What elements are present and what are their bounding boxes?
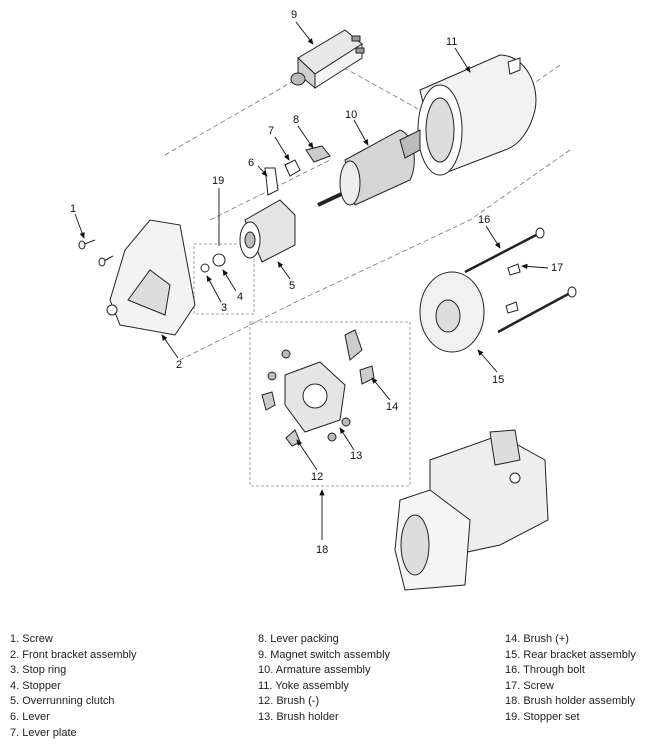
legend-item: 11. Yoke assembly xyxy=(258,679,349,692)
magnet-switch-part xyxy=(290,29,365,90)
callout-8: 8 xyxy=(293,114,299,126)
leader-lines xyxy=(74,21,549,540)
legend-item: 9. Magnet switch assembly xyxy=(258,648,391,661)
stopper-part xyxy=(212,253,226,267)
legend-item: 14. Brush (+) xyxy=(505,633,569,645)
legend-item: 18. Brush holder assembly xyxy=(505,695,636,708)
legend-item: 5. Overrunning clutch xyxy=(10,695,115,708)
legend-item: 1. Screw xyxy=(10,633,53,645)
callout-17: 17 xyxy=(551,262,563,274)
stop-ring-part xyxy=(200,263,210,273)
yoke-part xyxy=(417,54,537,176)
callout-4: 4 xyxy=(237,291,243,303)
overrunning-clutch-part xyxy=(239,199,296,263)
legend-item: 7. Lever plate xyxy=(10,726,77,739)
legend-column-2: 8. Lever packing 9. Magnet switch assemb… xyxy=(258,632,390,726)
assembled-starter-part xyxy=(394,429,549,591)
legend-column-1: 1. Screw 2. Front bracket assembly 3. St… xyxy=(10,632,137,741)
callout-6: 6 xyxy=(248,157,254,169)
legend-item: 4. Stopper xyxy=(10,679,61,692)
callout-11: 11 xyxy=(446,36,457,48)
front-bracket-part xyxy=(106,219,196,336)
callout-9: 9 xyxy=(291,9,297,21)
callout-3: 3 xyxy=(221,302,227,314)
stopper-set-box xyxy=(193,243,255,315)
callout-14: 14 xyxy=(386,401,398,413)
through-bolt-part xyxy=(464,227,577,334)
callout-16: 16 xyxy=(478,214,490,226)
lever-plate-part xyxy=(284,159,301,177)
legend-item: 2. Front bracket assembly xyxy=(10,648,137,661)
callout-19: 19 xyxy=(212,175,224,187)
callout-5: 5 xyxy=(289,280,295,292)
legend-item: 13. Brush holder xyxy=(258,710,339,723)
armature-part xyxy=(317,129,421,207)
brush-holder-part xyxy=(267,349,351,442)
callout-15: 15 xyxy=(492,374,504,386)
lever-part xyxy=(264,167,279,196)
callout-1: 1 xyxy=(70,203,76,215)
callout-7: 7 xyxy=(268,125,274,137)
legend-item: 15. Rear bracket assembly xyxy=(505,648,636,661)
callout-12: 12 xyxy=(311,471,323,483)
legend-item: 6. Lever xyxy=(10,710,50,723)
callout-2: 2 xyxy=(176,359,182,371)
legend-item: 3. Stop ring xyxy=(10,664,67,677)
starter-motor-exploded-diagram: 1 2 3 4 5 6 7 8 9 10 11 12 13 14 15 16 1… xyxy=(70,9,577,591)
brush-holder-assembly-box xyxy=(249,321,411,487)
callout-18: 18 xyxy=(316,544,328,556)
rear-bracket-part xyxy=(419,271,485,353)
legend-item: 19. Stopper set xyxy=(505,710,580,723)
legend-column-3: 14. Brush (+) 15. Rear bracket assembly … xyxy=(505,632,636,726)
legend-item: 17. Screw xyxy=(505,679,554,692)
lever-packing-part xyxy=(305,145,331,163)
callout-10: 10 xyxy=(345,109,357,121)
callout-13: 13 xyxy=(350,450,362,462)
rear-screw-part xyxy=(505,263,521,314)
legend-item: 16. Through bolt xyxy=(505,664,585,677)
legend-item: 12. Brush (-) xyxy=(258,695,320,708)
legend-item: 8. Lever packing xyxy=(258,633,339,645)
brush-plus-part xyxy=(344,329,375,385)
legend-item: 10. Armature assembly xyxy=(258,664,371,677)
screw-part xyxy=(78,239,114,267)
